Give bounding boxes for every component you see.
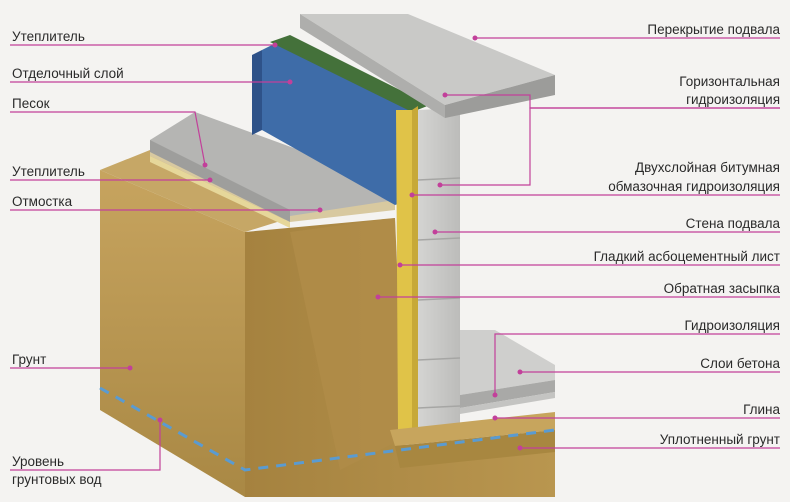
label-bitumen-wp-1: Двухслойная битумная (635, 160, 780, 175)
backfill-wedge (290, 218, 400, 470)
label-horizontal-wp-2: гидроизоляция (686, 92, 780, 107)
label-concrete-layers: Слои бетона (700, 356, 780, 371)
label-soil: Грунт (12, 352, 47, 367)
basement-slab-side (445, 75, 555, 118)
label-waterproofing: Гидроизоляция (684, 318, 780, 333)
soil-front-face (100, 170, 245, 497)
basement-slab-top (300, 14, 555, 105)
basement-slab-front (300, 14, 445, 118)
label-blind-area: Отмостка (12, 194, 73, 209)
waterproof-membrane (270, 35, 430, 112)
blind-area-top (150, 112, 395, 216)
soil-top-face (100, 150, 290, 232)
label-backfill: Обратная засыпка (663, 281, 780, 296)
label-compacted-soil: Уплотненный грунт (659, 432, 780, 447)
clay-layer (390, 412, 555, 446)
label-groundwater-2: грунтовых вод (12, 472, 102, 487)
label-clay: Глина (743, 402, 780, 417)
label-bitumen-wp-2: обмазочная гидроизоляция (608, 179, 780, 194)
label-insulation-bottom: Утеплитель (12, 164, 85, 179)
floor-concrete-front (460, 380, 555, 408)
basement-wall (417, 108, 461, 440)
label-horizontal-wp-1: Горизонтальная (679, 74, 780, 89)
label-basement-wall: Стена подвала (685, 216, 780, 231)
label-finish-layer: Отделочный слой (12, 66, 124, 81)
asbestos-sheet (396, 110, 412, 430)
label-insulation-top: Утеплитель (12, 29, 85, 44)
blind-area-front (150, 140, 290, 222)
leader-dots (127, 35, 523, 451)
groundwater-level-line (99, 386, 556, 472)
label-sand: Песок (12, 96, 50, 111)
leader-lines (10, 37, 780, 471)
wall-insulation (262, 42, 410, 205)
label-basement-slab: Перекрытие подвала (647, 22, 780, 37)
asbestos-sheet-edge (412, 106, 418, 430)
floor-concrete-top (460, 330, 555, 395)
floor-concrete-2 (460, 392, 555, 414)
compacted-soil-layer (395, 430, 555, 468)
wall-insulation-side (252, 50, 262, 135)
label-asbestos-sheet: Гладкий асбоцементный лист (593, 249, 780, 264)
label-groundwater-1: Уровень (12, 454, 65, 469)
